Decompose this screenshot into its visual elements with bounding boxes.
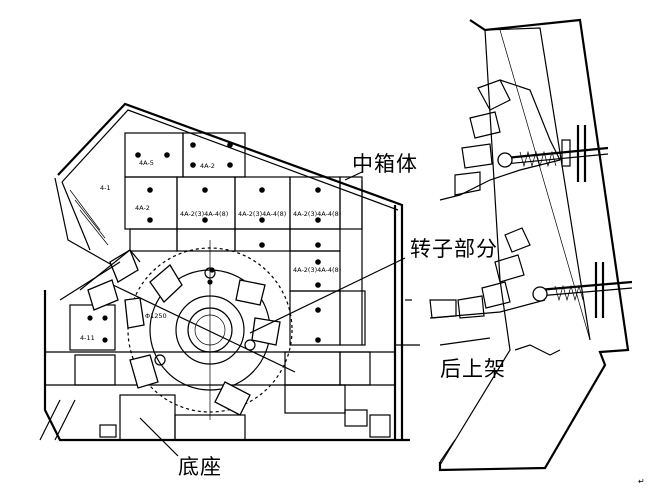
plate-label: 4-1: [100, 184, 111, 192]
page-mark: ↵: [638, 477, 645, 486]
rotor: [112, 240, 296, 420]
callout-middle-box: 中箱体: [352, 152, 418, 176]
dimension-label: Φ1250: [145, 312, 167, 320]
front-impact-rack: [59, 249, 141, 311]
plate-label: 4A-2(3)4A-4(8): [180, 210, 228, 218]
callout-rear-upper-frame: 后上架: [440, 357, 506, 381]
plate-labels: 4A-5 4-1 4A-2 4A-2 4A-2(3)4A-4(8) 4A-2(3…: [80, 159, 341, 342]
plate-label: 4A-5: [139, 159, 154, 167]
liner-plate-grid: [69, 132, 371, 441]
plate-label: 4A-2(3)4A-4(8): [238, 210, 286, 218]
lower-spring: [554, 284, 584, 302]
plate-label: 4A-2(3)4A-4(8): [293, 210, 341, 218]
plate-label: 4-11: [80, 334, 95, 342]
plate-label: 4A-2: [200, 162, 215, 170]
rear-upper-frame-detail: [429, 18, 633, 472]
plate-label: 4A-2: [135, 204, 150, 212]
plate-label: 4A-2(3)4A-4(8): [293, 266, 341, 274]
leader-lines: [139, 171, 491, 457]
upper-spring: [519, 150, 557, 168]
callout-base: 底座: [178, 455, 222, 479]
callout-rotor: 转子部分: [410, 237, 498, 261]
